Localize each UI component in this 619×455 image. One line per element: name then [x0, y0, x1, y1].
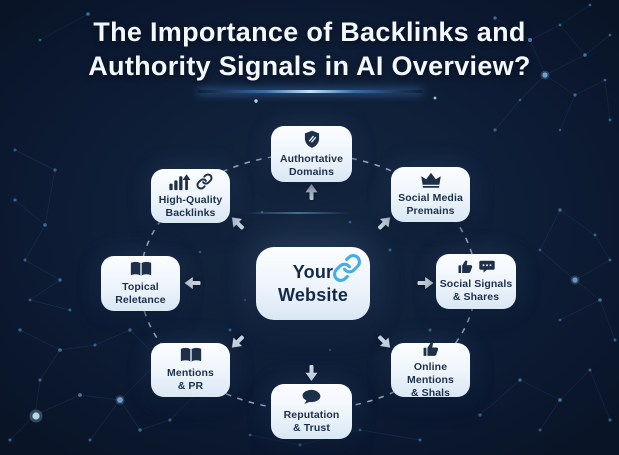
node-label-line1: Mentions: [167, 367, 214, 379]
node-label-line2: Backlinks: [165, 206, 216, 219]
node-online-mentions-shals: Online Mentions & Shals: [391, 342, 470, 399]
chain-link-icon: [196, 173, 213, 190]
shield-icon: [304, 130, 319, 148]
node-label-line1: Reputation: [283, 408, 340, 421]
open-book-icon: [130, 261, 151, 276]
speech-bubble-icon: [302, 389, 321, 404]
bar-chart-icon: [169, 173, 191, 190]
node-label-line1: Online Mentions: [407, 360, 454, 386]
node-label-line2: & PR: [177, 380, 204, 392]
open-book-icon: [180, 347, 201, 362]
node-authortative-domains: Authortative Domains: [271, 126, 352, 182]
arrow-to-bottom-left: [231, 335, 245, 348]
arrow-to-bottom-right: [377, 335, 391, 348]
node-social-signals-shares: Social Signals & Shares: [436, 254, 516, 309]
node-label-line1: High-Quality: [158, 193, 223, 206]
node-topical-reletance: Topical Reletance: [101, 256, 180, 311]
node-label-line2: Premains: [406, 204, 455, 217]
node-reputation-trust: Reputation & Trust: [271, 384, 352, 439]
thumbs-up-icon: [423, 342, 438, 356]
node-label-line1: Social Media: [398, 191, 463, 204]
center-label-line1: Your: [292, 261, 334, 282]
node-label-line1: Topical: [122, 280, 159, 293]
page-title-line1: The Importance of Backlinks and: [93, 17, 526, 47]
title-glow-line: [197, 90, 422, 93]
node-high-quality-backlinks: High-Quality Backlinks: [151, 169, 230, 223]
node-label-line2: Domains: [288, 166, 335, 178]
node-label-line2: & Shares: [452, 291, 500, 303]
node-label-line1: Authortative: [279, 153, 344, 165]
arrow-to-bottom: [305, 365, 318, 381]
node-label-line2: & Trust: [293, 421, 330, 434]
thumbs-up-icon: [458, 260, 472, 273]
center-label-line2: Website: [277, 284, 349, 305]
light-flare: [245, 212, 351, 214]
node-mentions-pr: Mentions & PR: [151, 343, 230, 397]
arrow-to-right: [417, 277, 434, 289]
node-label-line2: & Shals: [410, 386, 451, 399]
arrow-to-top-right: [377, 217, 391, 230]
node-label-line2: Reletance: [115, 293, 166, 306]
arrow-to-top: [305, 184, 318, 200]
page-title-line2: Authority Signals in AI Overview?: [88, 51, 531, 81]
node-label-line1: Social Signals: [439, 278, 513, 290]
node-your-website: Your Website: [256, 247, 370, 320]
node-social-media-premains: Social Media Premains: [391, 167, 470, 222]
page-title: The Importance of Backlinks and Authorit…: [0, 15, 619, 83]
chain-link-icon: [333, 254, 361, 282]
arrow-to-left: [184, 277, 201, 289]
chat-dots-icon: [478, 260, 495, 273]
crown-icon: [420, 172, 441, 188]
arrow-to-top-left: [231, 217, 245, 230]
